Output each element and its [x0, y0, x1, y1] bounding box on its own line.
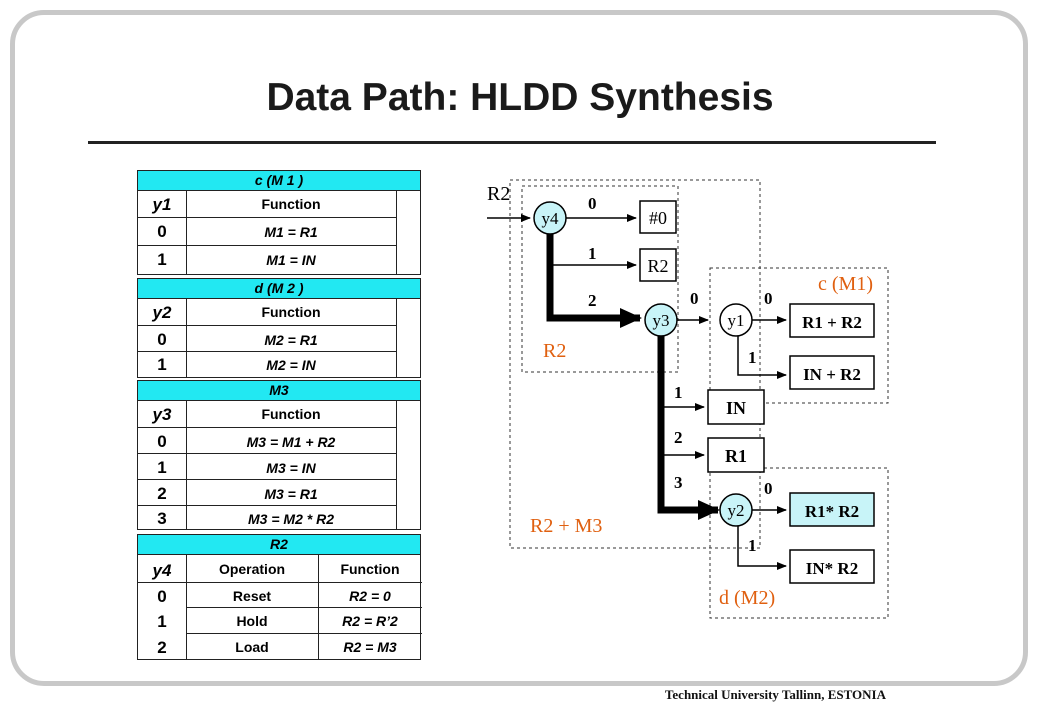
table-r2-row0-op: Reset: [232, 588, 272, 604]
table-m3-row1-fn: M3 = IN: [266, 460, 316, 476]
table-r2-row0-fn: R2 = 0: [349, 588, 391, 604]
edge-label-y3-3: 3: [674, 473, 683, 492]
title-rule: [88, 141, 936, 144]
node-y3: [644, 303, 678, 337]
group-d-m2-box: [709, 467, 889, 619]
table-m3-row2-fn: M3 = R1: [264, 486, 318, 502]
table-d-body: y2 Function 0 M2 = R1 1 M2 = IN: [137, 298, 421, 378]
terminal-in: [707, 389, 765, 425]
terminal-in-times-r2-label: IN* R2: [806, 559, 858, 578]
edge-y1-1: [737, 336, 787, 379]
group-c-m1-box: [709, 267, 889, 404]
table-c-row1-fn: M1 = IN: [266, 252, 316, 268]
table-r2-row1-sel: 1: [157, 612, 167, 631]
table-d-row1-sel: 1: [157, 355, 167, 374]
table-c-fn-header: Function: [261, 196, 321, 212]
edge-label-y2-1: 1: [748, 536, 757, 555]
table-m3-row0-fn: M3 = M1 + R2: [246, 434, 336, 450]
edge-label-y3-0: 0: [690, 289, 699, 308]
terminal-r1: [707, 437, 765, 473]
edge-y3-2: [660, 407, 705, 459]
table-m3-body: y3 Function 0 M3 = M1 + R2 1 M3 = IN 2 M…: [137, 400, 421, 530]
table-c-row0-fn: M1 = R1: [264, 224, 318, 240]
table-m3-sel-header: y3: [152, 405, 172, 424]
terminal-zero: [639, 200, 677, 234]
table-m3-row0-sel: 0: [157, 432, 167, 451]
table-c-body: y1 Function 0 M1 = R1 1 M1 = IN: [137, 190, 421, 275]
edge-label-y1-1: 1: [748, 348, 757, 367]
group-label-r2: R2: [543, 340, 566, 362]
table-d-row0-fn: M2 = R1: [264, 332, 318, 348]
group-label-d-m2: d (M2): [719, 587, 775, 609]
table-r2-sel-header: y4: [152, 561, 172, 580]
terminal-r1-times-r2-label: R1* R2: [805, 502, 859, 521]
table-c-sel-header: y1: [152, 195, 172, 214]
terminal-r1-plus-r2: [789, 303, 875, 338]
active-path-y3-3: [657, 336, 720, 520]
group-r2-m3-box: [509, 179, 761, 549]
node-y2-label: y2: [728, 501, 745, 520]
edge-label-y3-1: 1: [674, 383, 683, 402]
table-d-row0-sel: 0: [157, 330, 167, 349]
slide-title: Data Path: HLDD Synthesis: [266, 76, 774, 119]
node-y1: [719, 303, 753, 337]
table-m3-fn-header: Function: [261, 406, 321, 422]
table-m3-row3-sel: 3: [157, 509, 167, 528]
edge-label-y2-0: 0: [764, 479, 773, 498]
terminal-in-plus-r2-label: IN + R2: [803, 365, 861, 384]
table-r2-row1-op: Hold: [236, 613, 268, 629]
edge-label-y4-2: 2: [588, 291, 597, 310]
terminal-in-plus-r2: [789, 355, 875, 390]
table-m3-row2-sel: 2: [157, 484, 167, 503]
node-y3-label: y3: [653, 311, 670, 330]
terminal-zero-label: #0: [649, 208, 667, 228]
edge-y3-1: [660, 336, 705, 411]
footer-affiliation: Technical University Tallinn, ESTONIA: [664, 687, 886, 702]
terminal-r1-label: R1: [725, 446, 747, 466]
terminal-r2-label: R2: [647, 256, 668, 276]
table-d-header: d (M 2 ): [137, 278, 421, 299]
table-r2-row1-fn: R2 = R’2: [342, 613, 398, 629]
node-y2: [719, 493, 753, 527]
group-label-r2-m3: R2 + M3: [530, 515, 602, 537]
edge-label-y1-0: 0: [764, 289, 773, 308]
table-r2-row2-fn: R2 = M3: [343, 639, 397, 655]
terminal-r1-times-r2: [789, 492, 875, 527]
table-r2-row2-op: Load: [235, 639, 269, 655]
table-r2-row0-sel: 0: [157, 587, 167, 606]
terminal-r2: [639, 248, 677, 282]
input-r2-label: R2: [487, 183, 510, 205]
table-c-row1-sel: 1: [157, 250, 167, 269]
group-r2-box: [521, 185, 679, 373]
group-label-c-m1: c (M1): [818, 273, 873, 295]
table-r2-op-header: Operation: [218, 561, 286, 577]
edge-label-y4-0: 0: [588, 194, 597, 213]
node-y1-label: y1: [728, 311, 745, 330]
edge-label-y3-2: 2: [674, 428, 683, 447]
active-path-y4-2: [546, 234, 642, 328]
edge-y2-1: [737, 526, 787, 570]
table-d-row1-fn: M2 = IN: [266, 357, 316, 373]
table-r2-body: y4 Operation Function 0 Reset R2 = 0 1 H…: [137, 554, 422, 660]
terminal-in-times-r2: [789, 549, 875, 584]
node-y4: [533, 201, 567, 235]
table-d-fn-header: Function: [261, 304, 321, 320]
table-m3-row1-sel: 1: [157, 458, 167, 477]
table-r2-fn-header: Function: [340, 561, 400, 577]
table-d-sel-header: y2: [152, 303, 172, 322]
table-m3-row3-fn: M3 = M2 * R2: [248, 511, 334, 527]
table-r2-row2-sel: 2: [157, 638, 167, 657]
terminal-r1-plus-r2-label: R1 + R2: [802, 313, 862, 332]
terminal-in-label: IN: [726, 398, 746, 418]
node-y4-label: y4: [542, 209, 560, 228]
edge-label-y4-1: 1: [588, 244, 597, 263]
table-c-row0-sel: 0: [157, 222, 167, 241]
